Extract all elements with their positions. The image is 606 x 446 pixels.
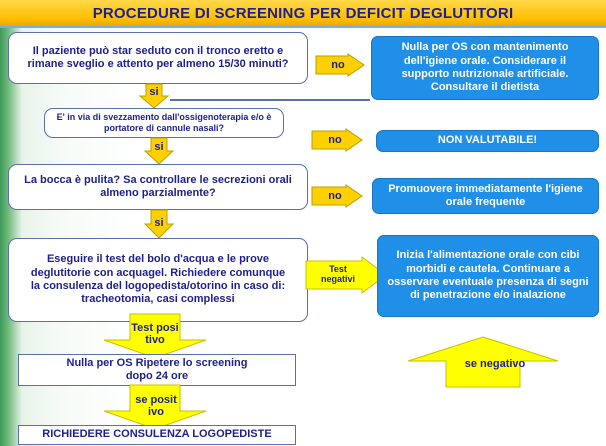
question-text-4: Eseguire il test del bolo d'acqua e le p… xyxy=(30,253,286,306)
question-text-2: E' in via di svezzamento dall'ossigenote… xyxy=(56,112,272,133)
question-text-1: Il paziente può star seduto con il tronc… xyxy=(27,44,289,70)
negative-label: Test negativi xyxy=(320,264,355,284)
retry-negative-label: se negativo xyxy=(464,357,526,370)
yes-label-3: si xyxy=(154,216,164,229)
action-text-4: Inizia l'alimentazione orale con cibi mo… xyxy=(387,249,589,302)
no-arrow-1 xyxy=(315,53,365,77)
negative-arrow xyxy=(305,256,387,294)
action-box-1: Nulla per OS con mantenimento dell'igien… xyxy=(371,36,599,100)
question-text-3: La bocca è pulita? Sa controllare le sec… xyxy=(24,173,292,199)
no-label-2: no xyxy=(328,133,342,146)
retry-negative-arrow xyxy=(407,336,559,388)
retry-text: Nulla per OS Ripetere lo screening dopo … xyxy=(66,356,248,382)
yes-arrow-2 xyxy=(143,137,175,165)
no-arrow-2 xyxy=(311,128,363,152)
final-text: RICHIEDERE CONSULENZA LOGOPEDISTE xyxy=(42,428,272,441)
retry-box: Nulla per OS Ripetere lo screening dopo … xyxy=(18,354,296,386)
action-box-3: Promuovere immediatamente l'igiene orale… xyxy=(372,178,599,214)
action-text-1: Nulla per OS con mantenimento dell'igien… xyxy=(401,41,569,94)
no-label-1: no xyxy=(331,58,345,71)
page-title: PROCEDURE DI SCREENING PER DEFICIT DEGLU… xyxy=(92,4,514,22)
question-box-3: La bocca è pulita? Sa controllare le sec… xyxy=(8,164,308,210)
question-box-1: Il paziente può star seduto con il tronc… xyxy=(8,32,308,84)
positive-arrow xyxy=(103,313,207,359)
question-box-2: E' in via di svezzamento dall'ossigenote… xyxy=(44,108,284,138)
retry-positive-arrow xyxy=(103,384,207,430)
retry-positive-label: se positivo xyxy=(135,393,177,418)
yes-label-2: si xyxy=(154,140,164,153)
yes-arrow-3 xyxy=(143,209,175,239)
final-box: RICHIEDERE CONSULENZA LOGOPEDISTE xyxy=(18,425,296,445)
action-text-2: NON VALUTABILE! xyxy=(437,134,538,147)
divider-line-1 xyxy=(170,99,370,101)
title-bar: PROCEDURE DI SCREENING PER DEFICIT DEGLU… xyxy=(0,0,606,28)
positive-label: Test positivo xyxy=(131,321,179,346)
action-text-3: Promuovere immediatamente l'igiene orale… xyxy=(388,182,583,208)
yes-arrow-1 xyxy=(138,83,170,109)
action-box-2: NON VALUTABILE! xyxy=(376,130,599,152)
yes-label-1: si xyxy=(149,85,159,98)
question-box-4: Eseguire il test del bolo d'acqua e le p… xyxy=(8,238,308,322)
no-arrow-3 xyxy=(311,184,363,208)
no-label-3: no xyxy=(328,189,342,202)
action-box-4: Inizia l'alimentazione orale con cibi mo… xyxy=(377,235,599,317)
